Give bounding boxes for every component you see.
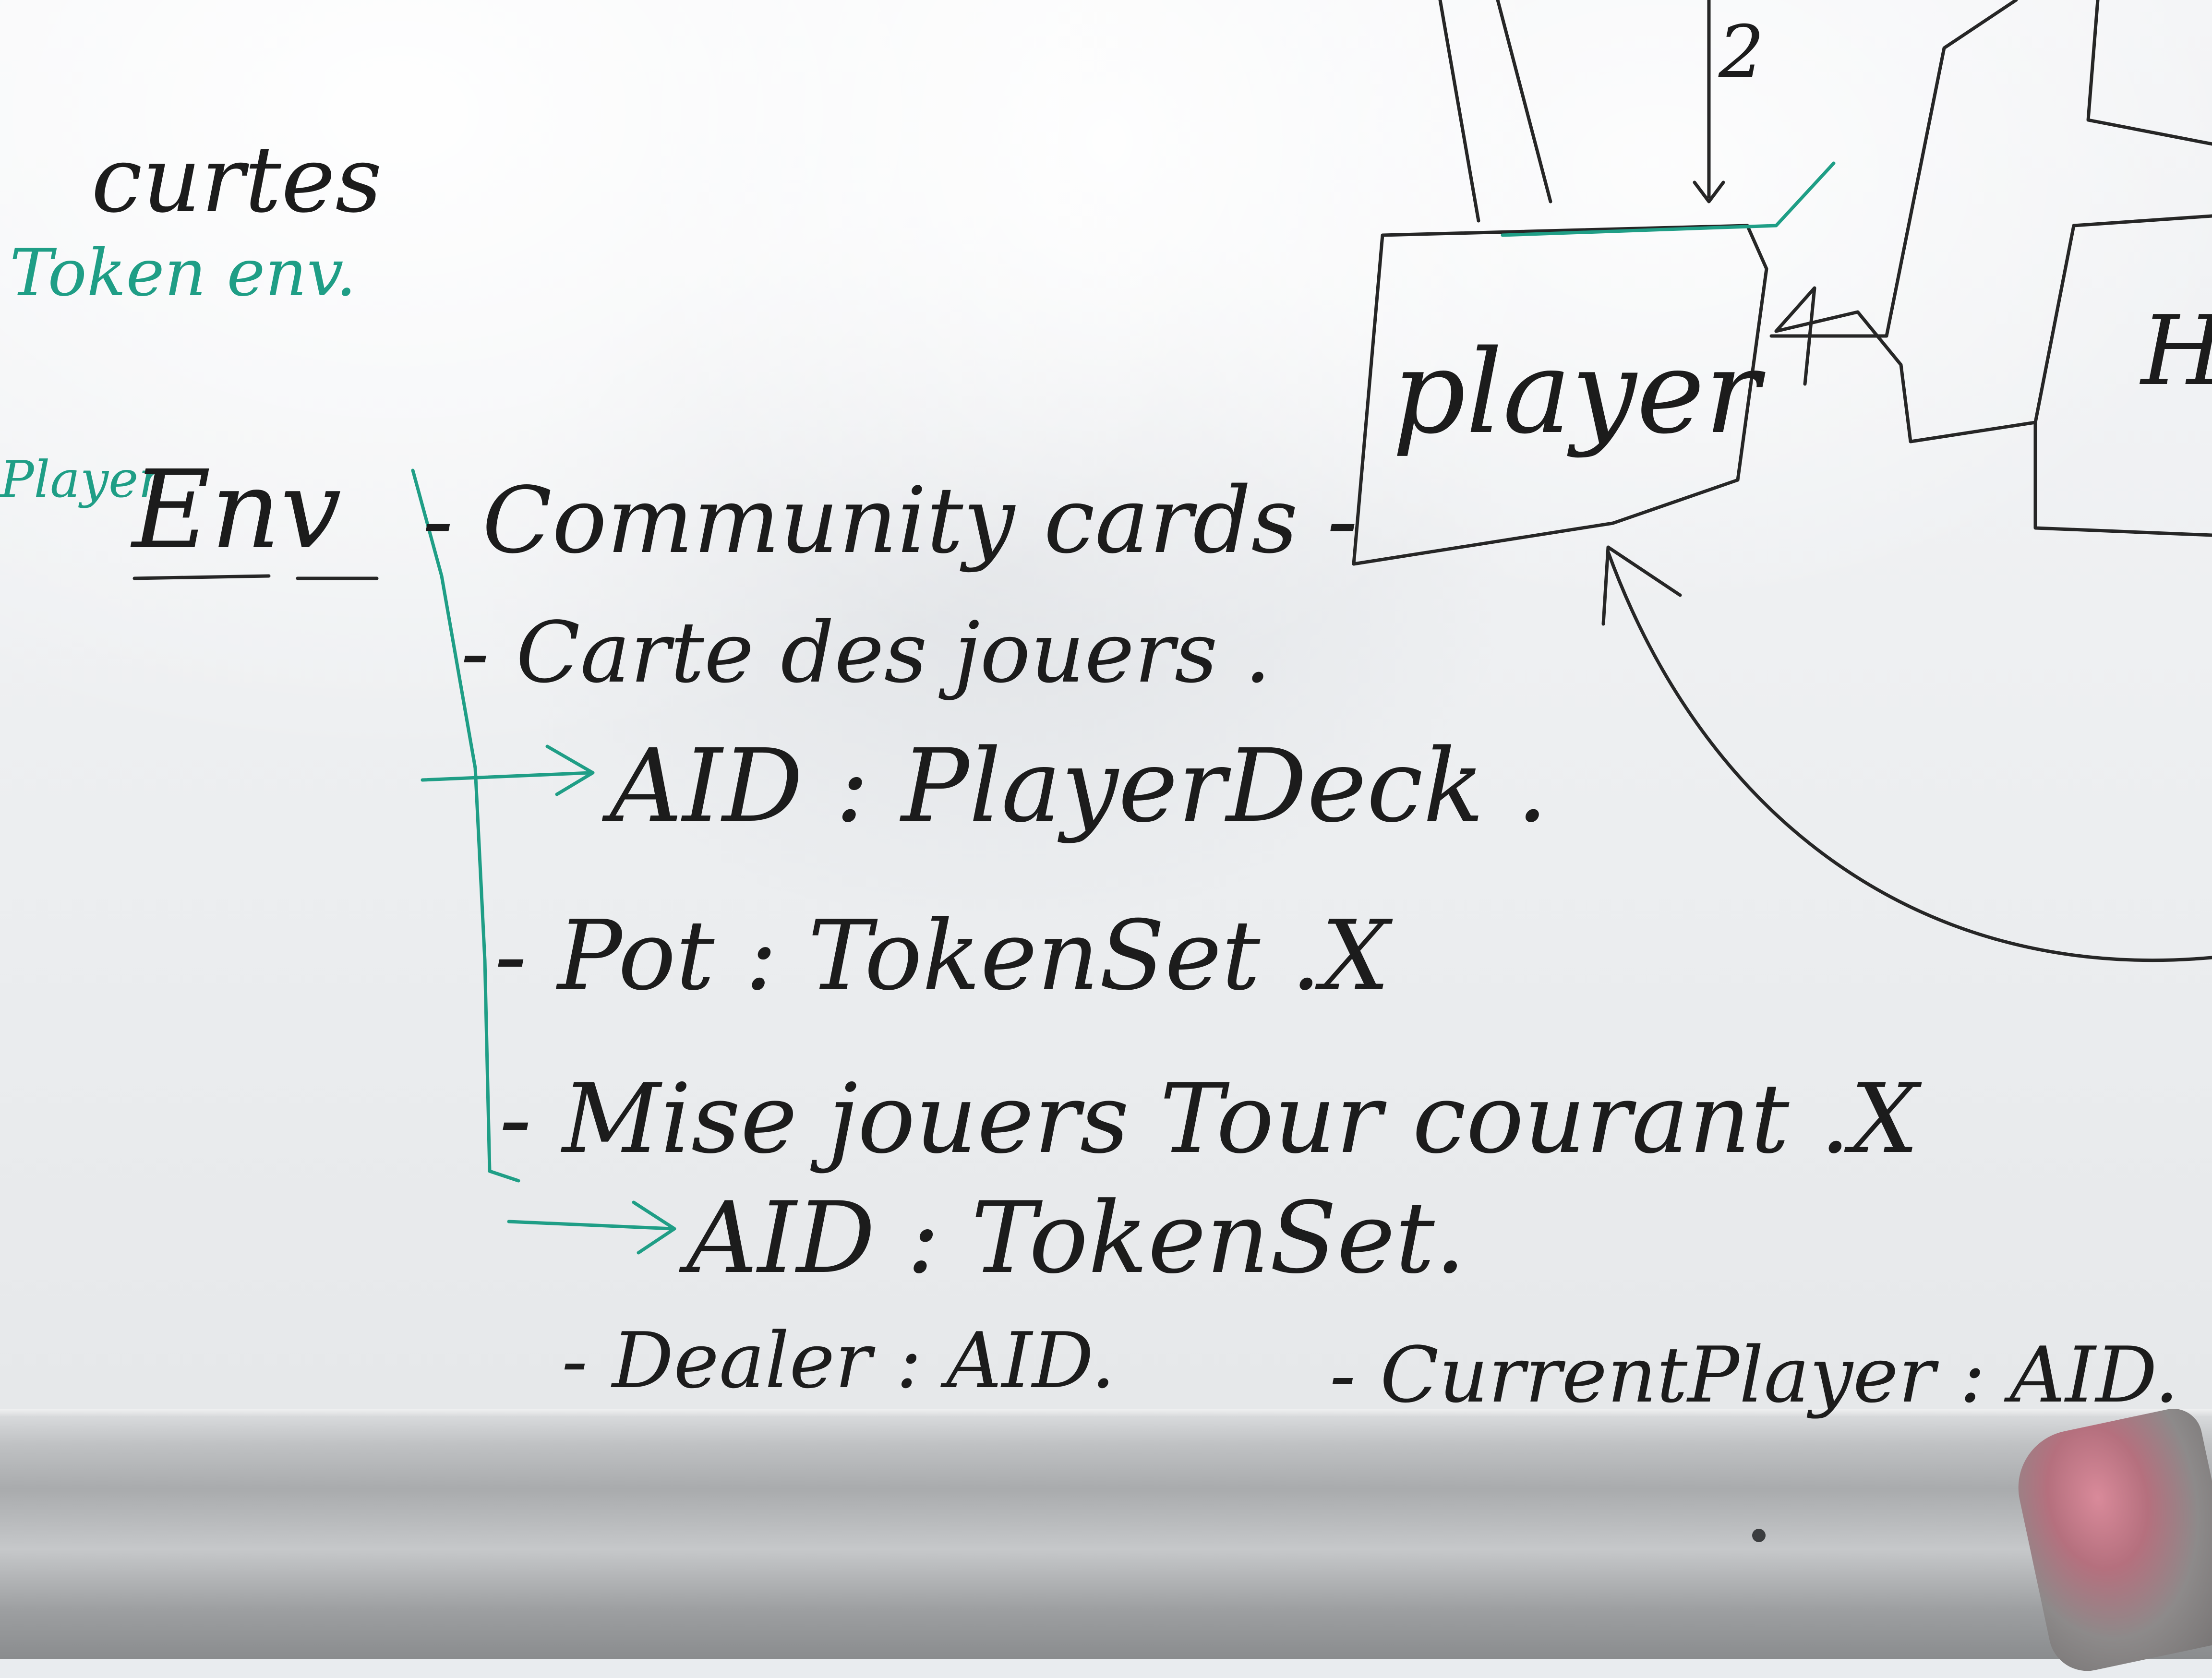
attr-carte-des-jouers: - Carte des jouers .	[461, 604, 1271, 702]
env-heading: Env	[130, 447, 341, 573]
note-curtes: curtes	[91, 127, 382, 233]
attr-aid-playerdeck: AID : PlayerDeck .	[602, 727, 1548, 845]
note-player: Player	[0, 450, 165, 509]
attr-community-cards: - Community cards -	[422, 467, 1358, 574]
player-box-green-mark	[1501, 161, 1836, 237]
env-underline-1	[132, 574, 271, 580]
attr-dealer: - Dealer : AID.	[562, 1316, 1115, 1405]
attr-pot: - Pot : TokenSet .X	[494, 900, 1393, 1012]
green-arrow-1-shaft	[421, 771, 592, 782]
connector-arrowhead	[1774, 286, 1816, 386]
green-arrow-1-head	[545, 744, 595, 796]
attr-mise-jouers: - Mise jouers Tour courant .X	[499, 1063, 1923, 1175]
incoming-arrowhead-3	[1693, 180, 1725, 204]
incoming-line-2	[1496, 0, 1552, 204]
attr-aid-tokenset: AID : TokenSet.	[679, 1181, 1466, 1295]
edge-label-2: 2	[1718, 11, 1764, 94]
green-arrow-2-head	[632, 1200, 676, 1255]
right-top-box	[2086, 0, 2212, 146]
attr-currentplayer: - CurrentPlayer : AID.	[1330, 1330, 2179, 1420]
whiteboard-surface	[0, 0, 2212, 1416]
right-box-label: H	[2139, 295, 2212, 407]
green-arrow-2-shaft	[507, 1220, 674, 1231]
note-token-env: Token env.	[10, 235, 356, 311]
curved-return-arrow	[1606, 550, 2212, 962]
curved-return-arrowhead	[1601, 545, 1682, 626]
player-box-label: player	[1392, 325, 1766, 459]
green-bracket	[411, 468, 520, 1183]
tray-screw	[1752, 1529, 1766, 1542]
connector-top	[1769, 0, 2018, 338]
marker-tray	[0, 1416, 2212, 1659]
connector-mid	[1774, 310, 2037, 443]
incoming-line-1	[1438, 0, 1480, 223]
